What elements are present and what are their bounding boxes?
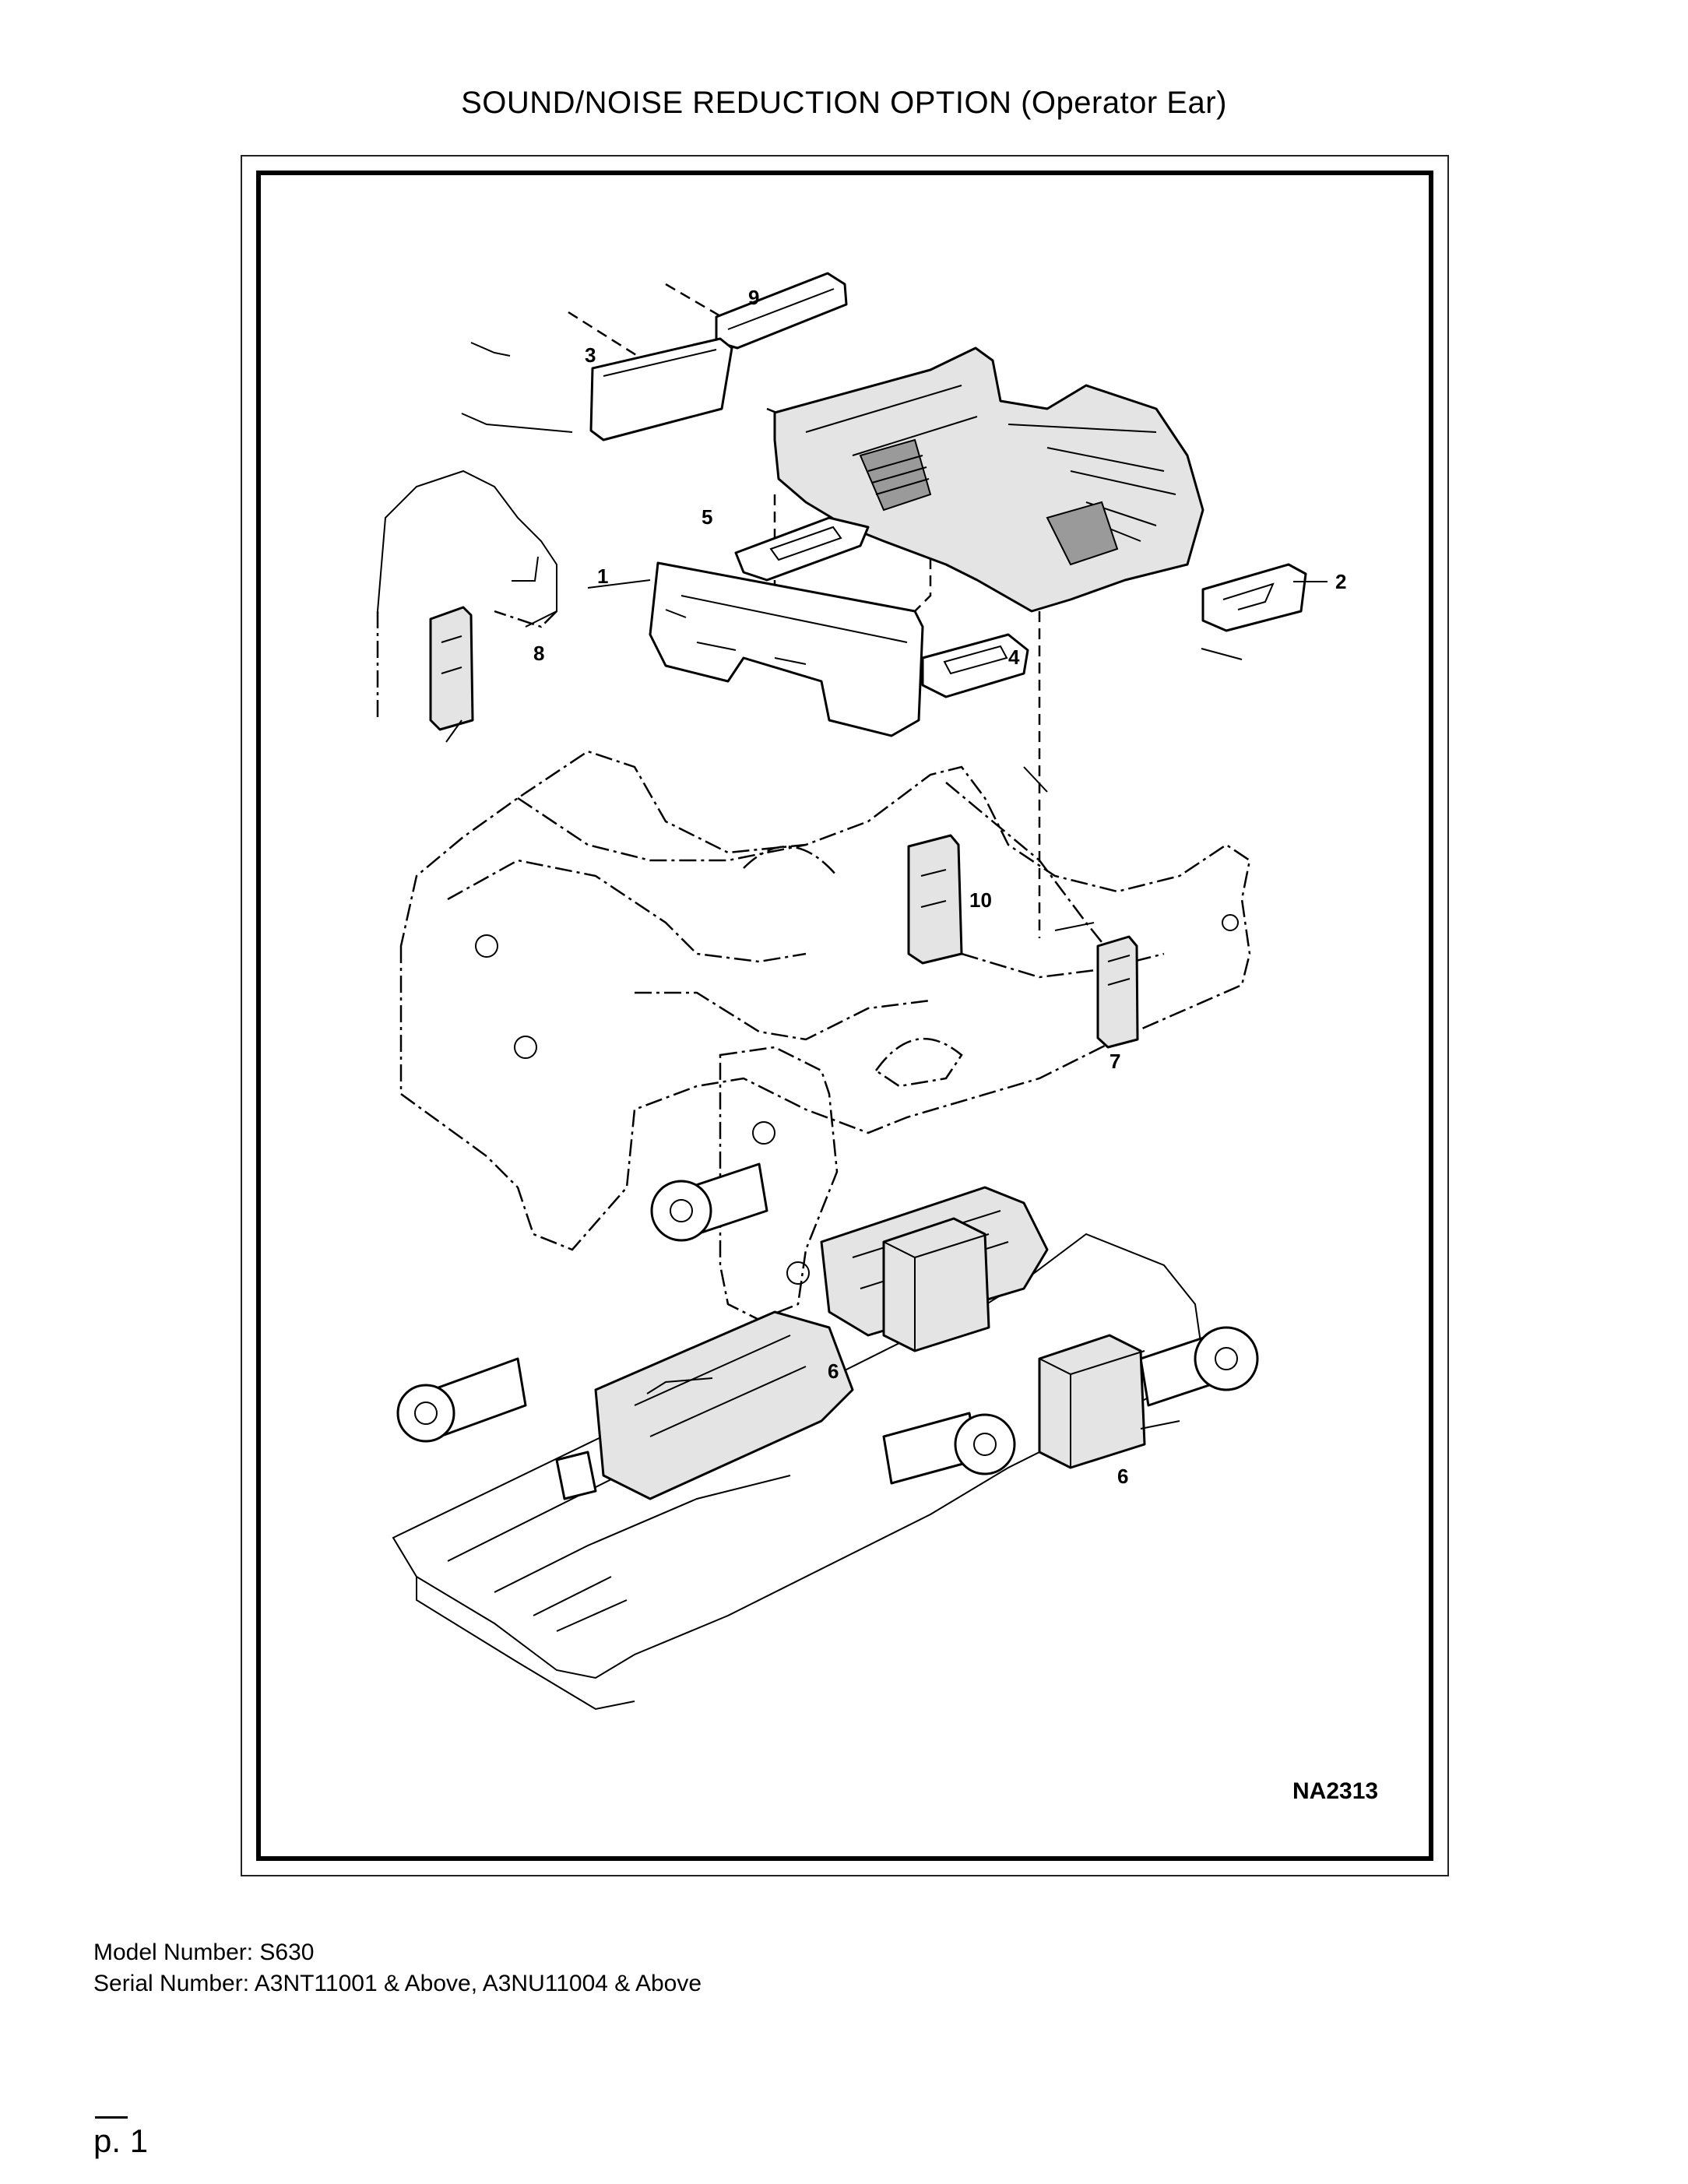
part-3-panel [589, 337, 733, 441]
part-2-bracket [1201, 563, 1307, 632]
callout-1: 1 [597, 564, 608, 588]
page-number: p. 1 [93, 2122, 149, 2159]
upper-panel-group [376, 272, 1307, 938]
part-5-tray [734, 516, 870, 582]
callout-5: 5 [702, 505, 712, 529]
callout-6b: 6 [1117, 1465, 1128, 1488]
callout-6a: 6 [828, 1359, 839, 1383]
exploded-parts-diagram: 9 3 5 1 2 4 8 10 7 6 6 NA2313 [376, 272, 1378, 1804]
serial-number: Serial Number: A3NT11001 & Above, A3NU11… [93, 1971, 702, 1996]
callout-3: 3 [585, 343, 596, 367]
callout-10: 10 [969, 888, 992, 912]
callout-leaders [445, 342, 1328, 1430]
callout-4: 4 [1008, 645, 1020, 669]
parts-diagram-border: 9 3 5 1 2 4 8 10 7 6 6 NA2313 [256, 171, 1433, 1861]
callout-7: 7 [1110, 1050, 1120, 1073]
part-8-block [429, 606, 474, 731]
chassis-group [392, 1162, 1259, 1711]
callout-labels: 9 3 5 1 2 4 8 10 7 6 6 [533, 286, 1346, 1488]
part-9-strip [715, 272, 848, 350]
upper-duct-housing [773, 346, 1204, 613]
callout-9: 9 [748, 286, 759, 309]
part-1-panel [649, 561, 924, 737]
part-6-block-upper [882, 1217, 990, 1352]
part-6-block-lower [1038, 1334, 1146, 1469]
main-frame-outline [399, 750, 1251, 1251]
front-pillar [719, 1046, 839, 1321]
model-number: Model Number: S630 [93, 1940, 315, 1965]
page-rule [95, 2116, 128, 2119]
part-7-block [1096, 935, 1139, 1049]
parts-diagram-frame: 9 3 5 1 2 4 8 10 7 6 6 NA2313 [241, 155, 1449, 1876]
main-frame-group [399, 750, 1251, 1321]
callout-8: 8 [533, 642, 544, 665]
part-10-block [907, 834, 963, 965]
chassis-bracket [555, 1451, 597, 1500]
part-4-tray [921, 633, 1029, 698]
page-title: SOUND/NOISE REDUCTION OPTION (Operator E… [461, 86, 1227, 120]
model-info: Model Number: S630 Serial Number: A3NT11… [93, 1937, 702, 1999]
left-upright-frame [377, 470, 557, 628]
chaincase [594, 1310, 854, 1500]
figure-id-label: NA2313 [1292, 1778, 1378, 1804]
callout-2: 2 [1335, 570, 1346, 593]
